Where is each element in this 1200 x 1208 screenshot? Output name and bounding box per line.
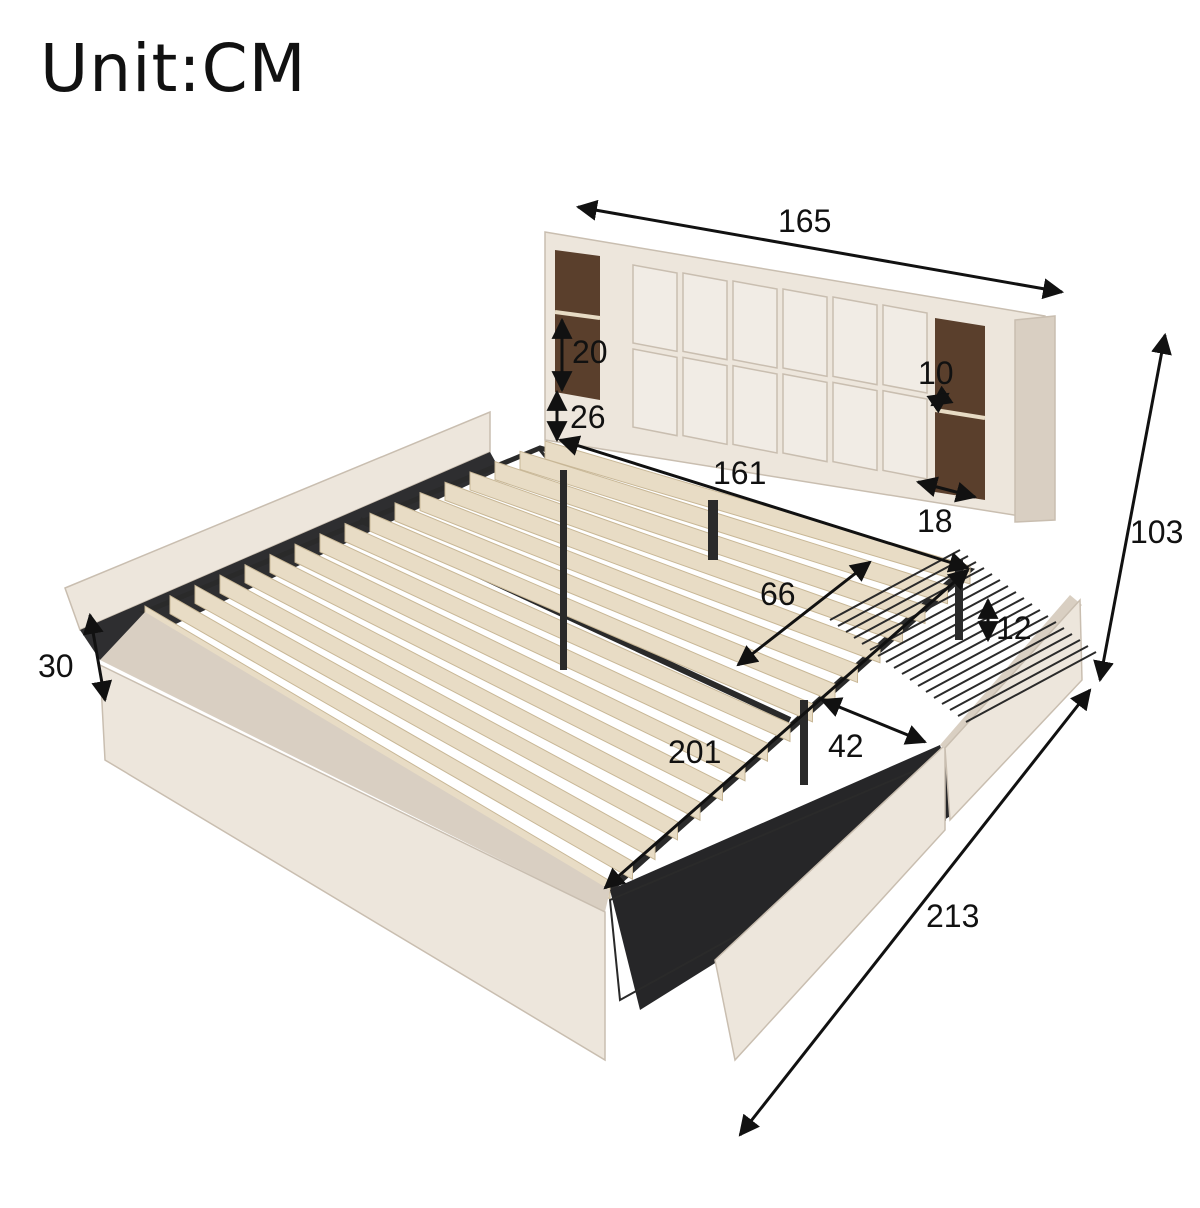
headboard-tuft-panel <box>632 264 678 353</box>
headboard-tuft-panel <box>682 272 728 361</box>
dim-inner-length: 201 <box>668 734 721 770</box>
dim-drawer-width: 66 <box>760 576 796 612</box>
headboard-tuft-panel <box>832 381 878 472</box>
dim-shelf-gap: 26 <box>570 399 606 435</box>
dim-drawer-height: 12 <box>996 610 1032 646</box>
headboard-tuft-panel <box>782 373 828 463</box>
dim-shelf-height: 20 <box>572 334 608 370</box>
headboard-tuft-panel <box>632 348 678 437</box>
headboard-tuft-panel <box>732 364 778 454</box>
dim-shelf-depth: 18 <box>917 503 953 539</box>
dim-overall-length: 213 <box>926 898 979 934</box>
headboard-tuft-panel <box>782 288 828 378</box>
headboard-tuft-panel <box>832 296 878 386</box>
headboard-tuft-panel <box>732 280 778 369</box>
dim-usb-port: 10 <box>918 355 954 391</box>
dim-overall-height: 103 <box>1130 514 1183 550</box>
dim-side-height: 30 <box>38 648 74 684</box>
footboard <box>99 612 610 1062</box>
unit-title: Unit:CM <box>40 30 307 107</box>
headboard-tuft-panel <box>882 389 928 480</box>
dim-inner-width: 161 <box>713 455 766 491</box>
dim-headboard-width: 165 <box>778 203 831 239</box>
headboard-tuft-panel <box>682 356 728 446</box>
dimension-arrows <box>82 199 1172 1137</box>
dim-drawer-depth: 42 <box>828 728 864 764</box>
